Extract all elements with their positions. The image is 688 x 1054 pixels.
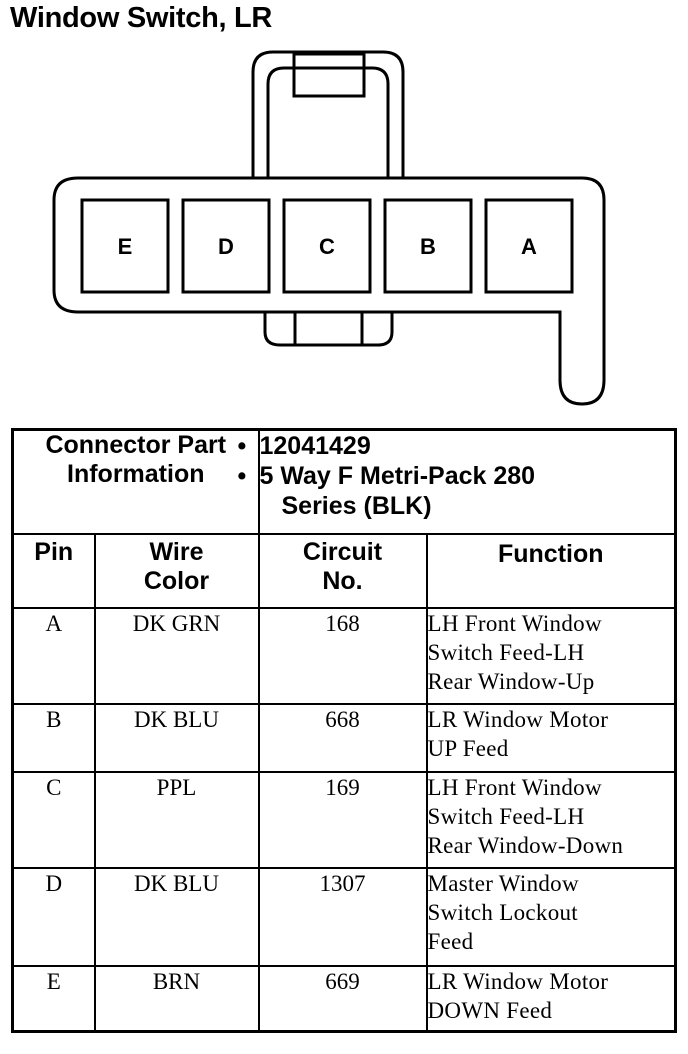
- pin-cell: B: [11, 702, 96, 773]
- pin-label-e: E: [118, 234, 133, 259]
- bottom-key-outer: [263, 312, 394, 347]
- function-line: Switch Feed-LH: [427, 803, 585, 829]
- header-row: Pin Wire Color Circuit No. Function: [11, 532, 677, 609]
- header-function: Function: [425, 532, 677, 609]
- pin-cell: E: [11, 964, 96, 1033]
- wire-color-cell: DK BLU: [93, 702, 260, 773]
- function-line: Switch Feed-LH: [427, 639, 585, 665]
- part-info-label: Connector Part Information: [11, 428, 260, 535]
- pin-cavity-d: [181, 198, 271, 294]
- pin-label-d: D: [218, 234, 234, 259]
- pin-cavity-e: [80, 198, 170, 294]
- part-description: 5 Way F Metri-Pack 280: [259, 462, 536, 490]
- latch-inner: [266, 66, 390, 178]
- part-info-row: Connector Part Information •12041429 •5 …: [11, 428, 677, 535]
- wire-color-cell: DK GRN: [93, 606, 260, 705]
- circuit-cell: 168: [257, 606, 428, 705]
- pin-cell: D: [11, 866, 96, 967]
- function-line: Rear Window-Up: [427, 668, 595, 694]
- circuit-cell: 668: [257, 702, 428, 773]
- function-line: LR Window Motor: [427, 706, 609, 732]
- wire-color-cell: PPL: [93, 770, 260, 869]
- wire-color-cell: DK BLU: [93, 866, 260, 967]
- pin-label-a: A: [521, 234, 537, 259]
- pin-cell: C: [11, 770, 96, 869]
- connector-info-table: Connector Part Information •12041429 •5 …: [11, 428, 677, 1033]
- pin-label-c: C: [319, 234, 335, 259]
- function-line: LH Front Window: [427, 774, 602, 800]
- header-wire-color: Wire Color: [93, 532, 260, 609]
- pin-cell: A: [11, 606, 96, 705]
- pin-cavity-c: [282, 198, 372, 294]
- pin-cavity-b: [383, 198, 473, 294]
- circuit-cell: 669: [257, 964, 428, 1033]
- function-line: Switch Lockout: [427, 899, 578, 925]
- latch-tab: [292, 52, 366, 98]
- function-line: Master Window: [427, 870, 579, 896]
- latch-outer: [251, 50, 405, 178]
- function-line: Feed: [427, 928, 474, 954]
- header-circuit-no: Circuit No.: [257, 532, 428, 609]
- function-line: UP Feed: [427, 735, 509, 761]
- diagram-title: Window Switch, LR: [10, 2, 273, 34]
- function-line: DOWN Feed: [427, 997, 553, 1023]
- part-info-values: •12041429 •5 Way F Metri-Pack 280 Series…: [238, 428, 677, 535]
- function-line: LR Window Motor: [427, 968, 609, 994]
- header-pin: Pin: [11, 532, 96, 609]
- function-line: LH Front Window: [427, 610, 602, 636]
- connector-body: [52, 176, 606, 406]
- wire-color-cell: BRN: [93, 964, 260, 1033]
- function-cell: LR Window Motor UP Feed: [425, 702, 677, 773]
- pin-cavity-a: [484, 198, 574, 294]
- circuit-cell: 1307: [257, 866, 428, 967]
- circuit-cell: 169: [257, 770, 428, 869]
- pin-label-b: B: [420, 234, 436, 259]
- part-series: Series (BLK): [281, 492, 432, 520]
- part-number: 12041429: [259, 432, 371, 460]
- function-line: Rear Window-Down: [427, 832, 624, 858]
